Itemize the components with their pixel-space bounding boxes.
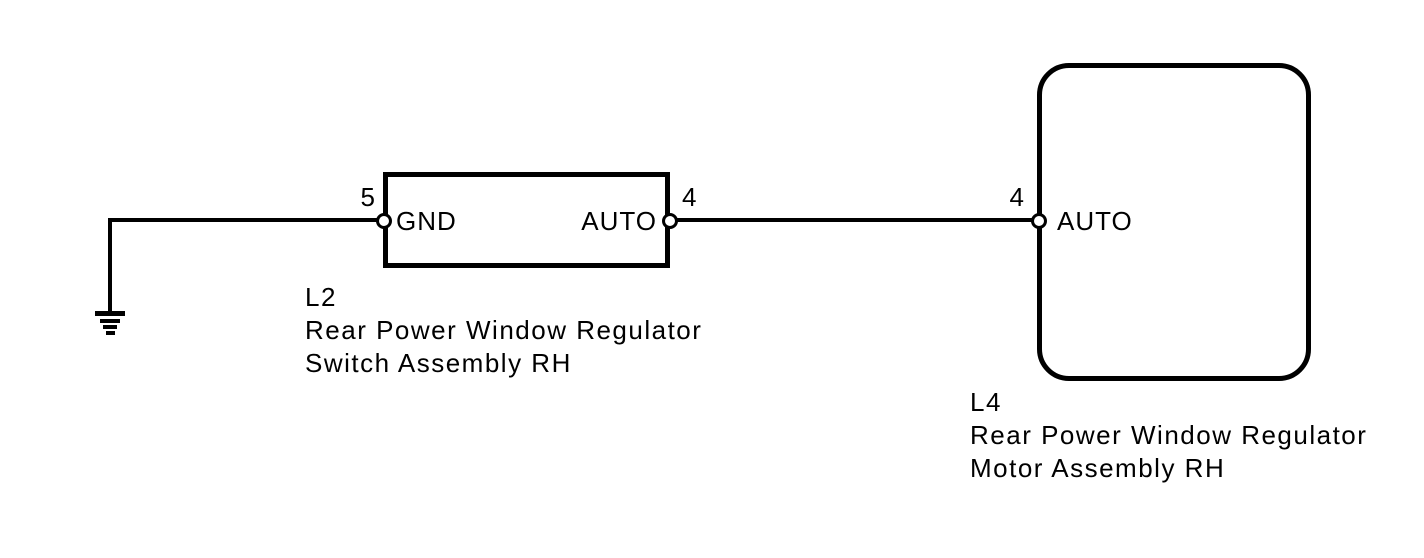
- pin-number-l4-auto: 4: [1009, 182, 1025, 212]
- wire-l2-to-l4: [670, 218, 1040, 222]
- pin-connector-l2-auto: [662, 213, 678, 229]
- pin-connector-l2-gnd: [376, 213, 392, 229]
- pin-number-l2-auto: 4: [682, 182, 698, 212]
- ground-bar-1: [95, 311, 125, 316]
- component-id-l2: L2: [305, 282, 337, 312]
- component-name-l4-line1: Rear Power Window Regulator: [970, 420, 1368, 450]
- ground-bar-4: [106, 331, 115, 335]
- component-caption-l4: L4 Rear Power Window Regulator Motor Ass…: [970, 386, 1367, 485]
- component-caption-l2: L2 Rear Power Window Regulator Switch As…: [305, 281, 702, 380]
- component-id-l4: L4: [970, 387, 1002, 417]
- wire-ground-to-l2: [108, 218, 384, 222]
- pin-connector-l4-auto: [1031, 213, 1047, 229]
- pin-number-l2-gnd: 5: [360, 182, 376, 212]
- component-name-l2-line1: Rear Power Window Regulator: [305, 315, 703, 345]
- component-name-l2-line2: Switch Assembly RH: [305, 348, 572, 378]
- ground-bar-3: [103, 325, 117, 329]
- ground-bar-2: [100, 319, 120, 323]
- pin-label-l4-auto: AUTO: [1057, 206, 1133, 236]
- pin-label-l2-gnd: GND: [396, 206, 457, 236]
- component-name-l4-line2: Motor Assembly RH: [970, 453, 1226, 483]
- pin-label-l2-auto: AUTO: [581, 206, 657, 236]
- ground-stem: [108, 218, 112, 314]
